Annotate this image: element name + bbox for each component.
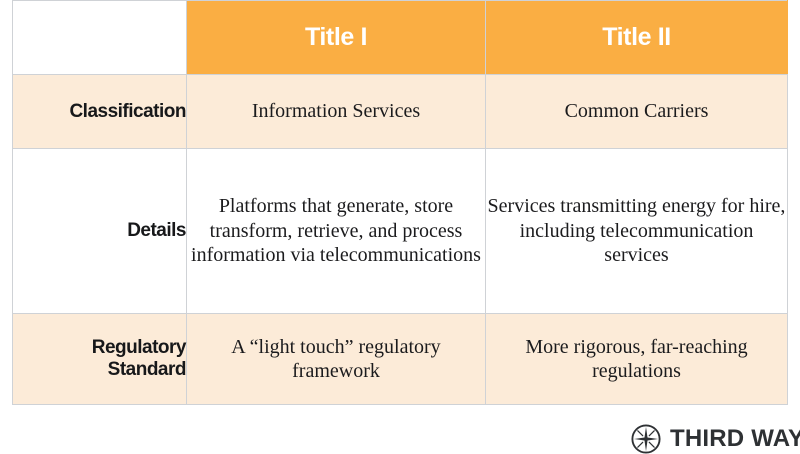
cell-classification-title-1-text: Information Services [251,100,421,123]
row-label-details: Details [12,148,187,314]
table-header-row: Title I Title II [12,0,788,75]
column-header-title-1-label: Title I [304,23,368,51]
column-header-title-2-label: Title II [602,23,671,51]
third-way-logo-text: THIRD WAY [670,425,800,452]
table-row-details: Details Platforms that generate, store t… [12,148,788,314]
cell-classification-title-1: Information Services [186,74,486,149]
header-blank-corner [12,0,187,75]
cell-details-title-1: Platforms that generate, store transform… [186,148,486,314]
cell-classification-title-2-text: Common Carriers [564,100,709,123]
cell-classification-title-2: Common Carriers [485,74,788,149]
table-header: Title I Title II [12,0,788,75]
row-label-regulatory-standard: Regulatory Standard [12,313,187,405]
cell-details-title-2-text: Services transmitting energy for hire, i… [487,195,786,267]
table-row-classification: Classification Information Services Comm… [12,74,788,149]
row-label-classification: Classification [12,74,187,149]
cell-details-title-2: Services transmitting energy for hire, i… [485,148,788,314]
column-header-title-2: Title II [485,0,788,75]
cell-details-title-1-text: Platforms that generate, store transform… [191,195,481,267]
title-i-vs-title-ii-comparison-table: Title I Title II Classification Informat… [12,0,788,405]
cell-regulatory-standard-title-1-text: A “light touch” regulatory framework [231,335,441,382]
table-row-regulatory-standard: Regulatory Standard A “light touch” regu… [12,313,788,405]
column-header-title-1: Title I [186,0,486,75]
cell-regulatory-standard-title-1: A “light touch” regulatory framework [186,313,486,405]
cell-regulatory-standard-title-2-text: More rigorous, far-reaching regulations [525,335,748,382]
third-way-logo: THIRD WAY [631,424,800,454]
cell-regulatory-standard-title-2: More rigorous, far-reaching regulations [485,313,788,405]
table-body: Classification Information Services Comm… [12,74,788,405]
